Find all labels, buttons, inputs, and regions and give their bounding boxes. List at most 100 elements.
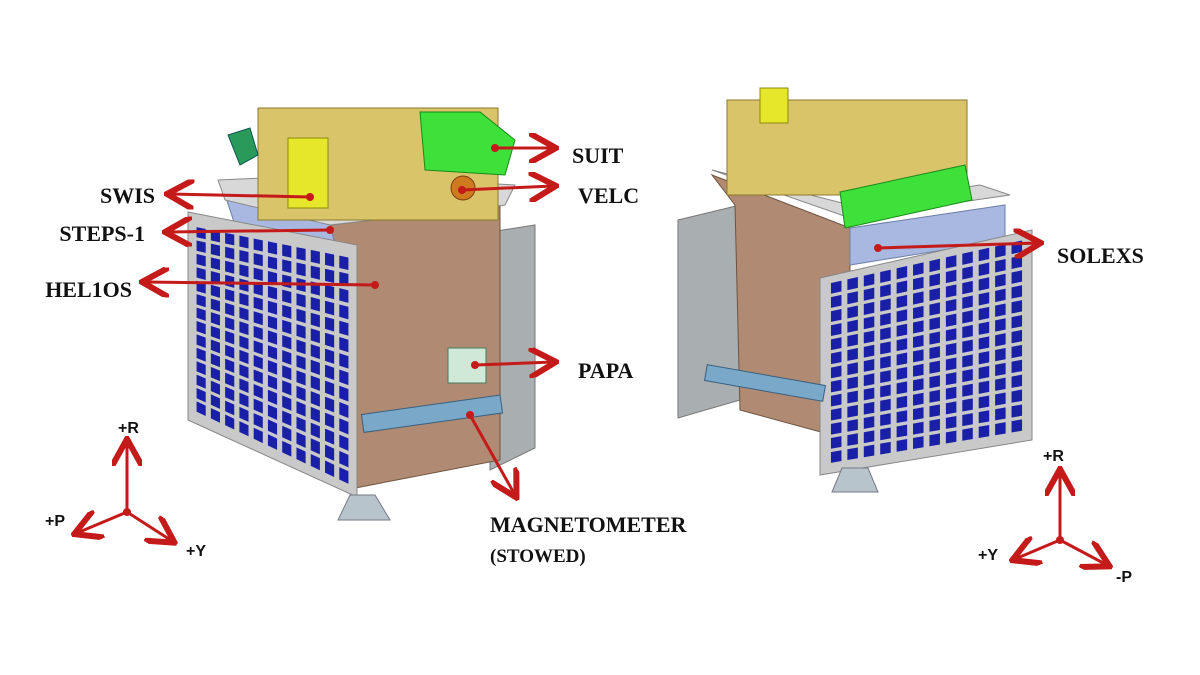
boom xyxy=(703,364,827,402)
solar-cell xyxy=(863,287,875,301)
solar-cell xyxy=(863,416,875,429)
solar-cell xyxy=(282,440,292,457)
solar-cell xyxy=(1011,255,1023,269)
solar-cell xyxy=(945,430,957,444)
solar-cell xyxy=(253,413,263,429)
solar-cell xyxy=(296,324,306,339)
green-telescope xyxy=(839,164,973,229)
solar-cell xyxy=(296,370,306,386)
solar-cell xyxy=(896,424,908,438)
solar-cell xyxy=(863,273,875,287)
solar-cell xyxy=(847,305,858,319)
solar-cell xyxy=(325,380,335,397)
solar-cell xyxy=(210,339,220,354)
label-papa: PAPA xyxy=(578,358,633,383)
solar-cell xyxy=(913,421,924,435)
solar-cell xyxy=(239,349,249,365)
solar-cell xyxy=(210,366,220,382)
solar-cell xyxy=(196,294,206,308)
solar-cell xyxy=(995,392,1006,406)
solar-cell xyxy=(847,277,858,291)
solar-cell xyxy=(978,410,990,424)
solar-cell xyxy=(310,406,320,423)
solar-cell xyxy=(995,407,1006,421)
arrow-helios xyxy=(145,282,376,285)
solar-cell xyxy=(995,288,1006,303)
solar-cell xyxy=(962,280,973,295)
solar-cell xyxy=(225,372,235,388)
solar-cell xyxy=(847,333,858,347)
solar-cell xyxy=(929,287,940,302)
solar-cell xyxy=(267,285,278,300)
solar-cell xyxy=(896,381,908,395)
solar-cell xyxy=(945,255,957,269)
solar-cell xyxy=(830,436,842,449)
solar-cell xyxy=(210,312,220,326)
solar-cell xyxy=(995,333,1006,347)
solar-cell xyxy=(896,280,908,294)
left-side-panel xyxy=(677,204,741,419)
solar-cell xyxy=(847,419,858,432)
solar-cell xyxy=(225,344,235,359)
solar-cell xyxy=(296,431,306,448)
solar-cell xyxy=(196,388,206,403)
solar-cell xyxy=(339,288,349,303)
solar-cell xyxy=(847,390,858,404)
solar-cell xyxy=(962,266,973,280)
solar-cell xyxy=(929,316,940,331)
solar-cell xyxy=(830,450,842,463)
solar-cell xyxy=(253,311,263,326)
solar-cell xyxy=(253,325,263,340)
solar-cell xyxy=(1011,419,1023,433)
solar-cell xyxy=(267,330,278,345)
solar-cell xyxy=(225,358,235,373)
solar-cell xyxy=(196,267,206,281)
solar-cell xyxy=(210,243,220,257)
solar-cell xyxy=(267,389,278,405)
solar-cell xyxy=(196,240,206,253)
magnetometer-boom xyxy=(360,394,504,433)
solar-cell xyxy=(267,241,278,255)
solar-cell xyxy=(310,344,320,360)
solar-cell xyxy=(210,284,220,298)
solar-cell xyxy=(225,316,235,331)
solar-cell xyxy=(310,391,320,407)
solar-cell xyxy=(978,336,990,350)
solar-cell xyxy=(978,351,990,365)
solar-cell xyxy=(296,416,306,433)
solar-cell xyxy=(196,320,206,335)
solar-cell xyxy=(325,444,335,461)
solar-cell xyxy=(339,320,349,336)
axis-label-r: +R xyxy=(118,420,139,437)
solar-cell xyxy=(913,392,924,406)
solar-cell xyxy=(310,422,320,439)
solar-cell xyxy=(253,384,263,399)
solar-cell xyxy=(896,395,908,409)
solar-cell xyxy=(253,340,263,355)
solar-cell xyxy=(210,394,220,409)
solar-cell xyxy=(310,297,320,312)
solar-cell xyxy=(253,267,263,282)
solar-cell xyxy=(296,308,306,324)
solar-cell xyxy=(880,284,891,298)
solar-cell xyxy=(978,277,990,291)
solar-cell xyxy=(210,257,220,271)
solar-cell xyxy=(995,347,1006,362)
label-stowed: (STOWED) xyxy=(490,546,586,567)
solar-cell xyxy=(282,244,292,258)
callout-arrows xyxy=(145,144,1038,495)
axis-label-y: +Y xyxy=(978,547,998,564)
thruster-nozzle xyxy=(337,494,391,521)
solar-cell xyxy=(296,293,306,308)
solar-cell xyxy=(282,395,292,411)
solar-cell xyxy=(325,412,335,429)
solar-cell xyxy=(978,262,990,277)
thruster-nozzle xyxy=(831,467,879,493)
solar-cell xyxy=(282,365,292,381)
solar-cell xyxy=(325,316,335,332)
solar-cell xyxy=(225,232,235,246)
solar-cell xyxy=(830,422,842,435)
solar-cell xyxy=(239,421,249,437)
solar-cell xyxy=(282,380,292,396)
solar-cell xyxy=(282,334,292,350)
